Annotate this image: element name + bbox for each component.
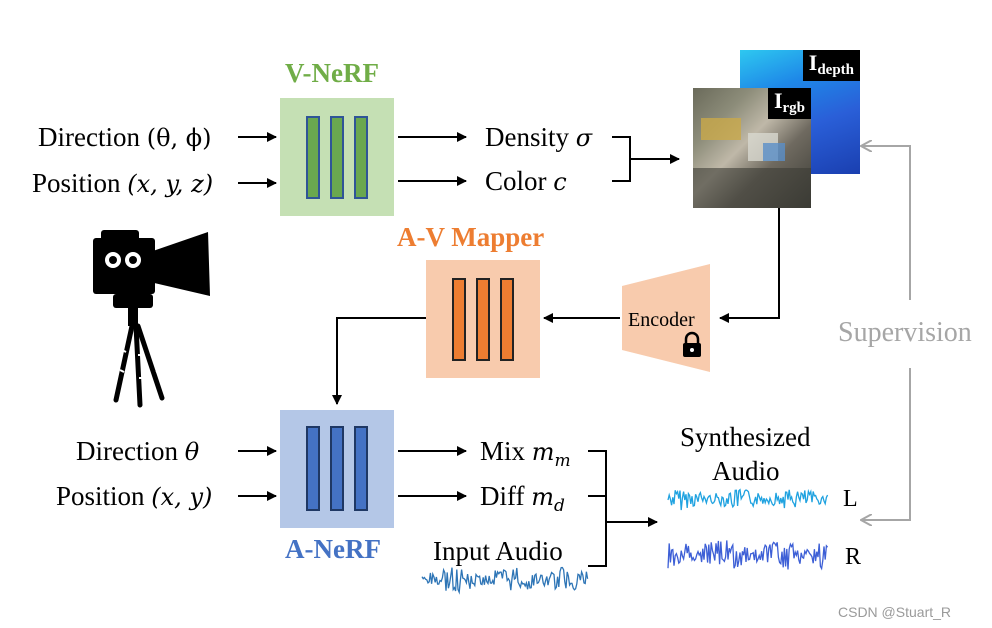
av-mapper-box	[426, 260, 540, 378]
anerf-position-label: Position	[56, 481, 145, 511]
vnerf-position-label: Position	[32, 168, 121, 198]
anerf-mix-subscript: m	[554, 451, 571, 471]
av-mapper-bar	[476, 278, 490, 361]
anerf-direction-symbol: θ	[184, 438, 200, 466]
anerf-diff-subscript: d	[554, 496, 565, 516]
vnerf-color: Color c	[485, 168, 567, 195]
lock-icon	[683, 331, 701, 357]
anerf-mix-label: Mix	[480, 436, 526, 466]
anerf-mix: Mix mm	[480, 438, 571, 470]
anerf-diff-symbol: m	[531, 483, 555, 511]
anerf-bar	[354, 426, 368, 511]
supervision-label: Supervision	[838, 317, 972, 348]
rgb-image-patch	[701, 118, 741, 140]
left-channel-waveform	[667, 488, 829, 511]
arrow-mapper-anerf	[332, 317, 426, 405]
anerf-direction-label: Direction	[76, 436, 178, 466]
rgb-image-patch	[693, 168, 811, 208]
vnerf-position-math: (x, y, z)	[127, 170, 214, 198]
anerf-position: Position (x, y)	[56, 483, 212, 510]
vnerf-color-label: Color	[485, 166, 547, 196]
input-audio-label: Input Audio	[433, 536, 563, 566]
channel-right-label: R	[845, 544, 862, 570]
anerf-direction: Direction θ	[76, 438, 199, 465]
encoder-label: Encoder	[628, 309, 695, 331]
anerf-mix-symbol: m	[531, 438, 555, 466]
synth-audio-line2: Audio	[712, 456, 780, 486]
anerf-title: A-NeRF	[285, 534, 381, 564]
vnerf-direction-label: Direction	[38, 122, 140, 152]
channel-left-label: L	[843, 486, 858, 512]
rgb-label: Irgb	[767, 88, 811, 119]
rgb-image-patch	[763, 143, 785, 161]
supervision-line-top	[862, 146, 911, 300]
vnerf-bar	[306, 116, 320, 199]
vnerf-position: Position (x, y, z)	[32, 170, 213, 197]
av-mapper-bar	[452, 278, 466, 361]
depth-label: Idepth	[802, 50, 860, 81]
vnerf-direction: Direction (θ, ϕ)	[38, 124, 212, 151]
anerf-box	[280, 410, 394, 528]
watermark: CSDN @Stuart_R	[838, 604, 952, 620]
anerf-diff: Diff md	[480, 483, 565, 515]
synth-audio-line1: Synthesized	[680, 422, 811, 452]
vnerf-box	[280, 98, 394, 216]
av-mapper-title: A-V Mapper	[397, 222, 545, 252]
supervision-line-bottom	[862, 368, 911, 520]
right-channel-waveform	[667, 540, 829, 571]
anerf-bar	[330, 426, 344, 511]
vnerf-color-symbol: c	[553, 168, 567, 196]
vnerf-density: Density σ	[485, 124, 592, 151]
bracket-mix-diff-input	[588, 450, 607, 567]
vnerf-density-label: Density	[485, 122, 569, 152]
rgb-image: Irgb	[693, 88, 811, 208]
anerf-position-math: (x, y)	[151, 483, 213, 511]
vnerf-title: V-NeRF	[285, 58, 379, 88]
vnerf-bar	[330, 116, 344, 199]
av-mapper-bar	[500, 278, 514, 361]
vnerf-direction-math: (θ, ϕ)	[146, 124, 212, 152]
vnerf-density-symbol: σ	[575, 124, 593, 152]
input-audio-waveform	[421, 566, 589, 595]
vnerf-bar	[354, 116, 368, 199]
anerf-diff-label: Diff	[480, 481, 525, 511]
anerf-bar	[306, 426, 320, 511]
arrow-render-encoder	[719, 208, 780, 323]
